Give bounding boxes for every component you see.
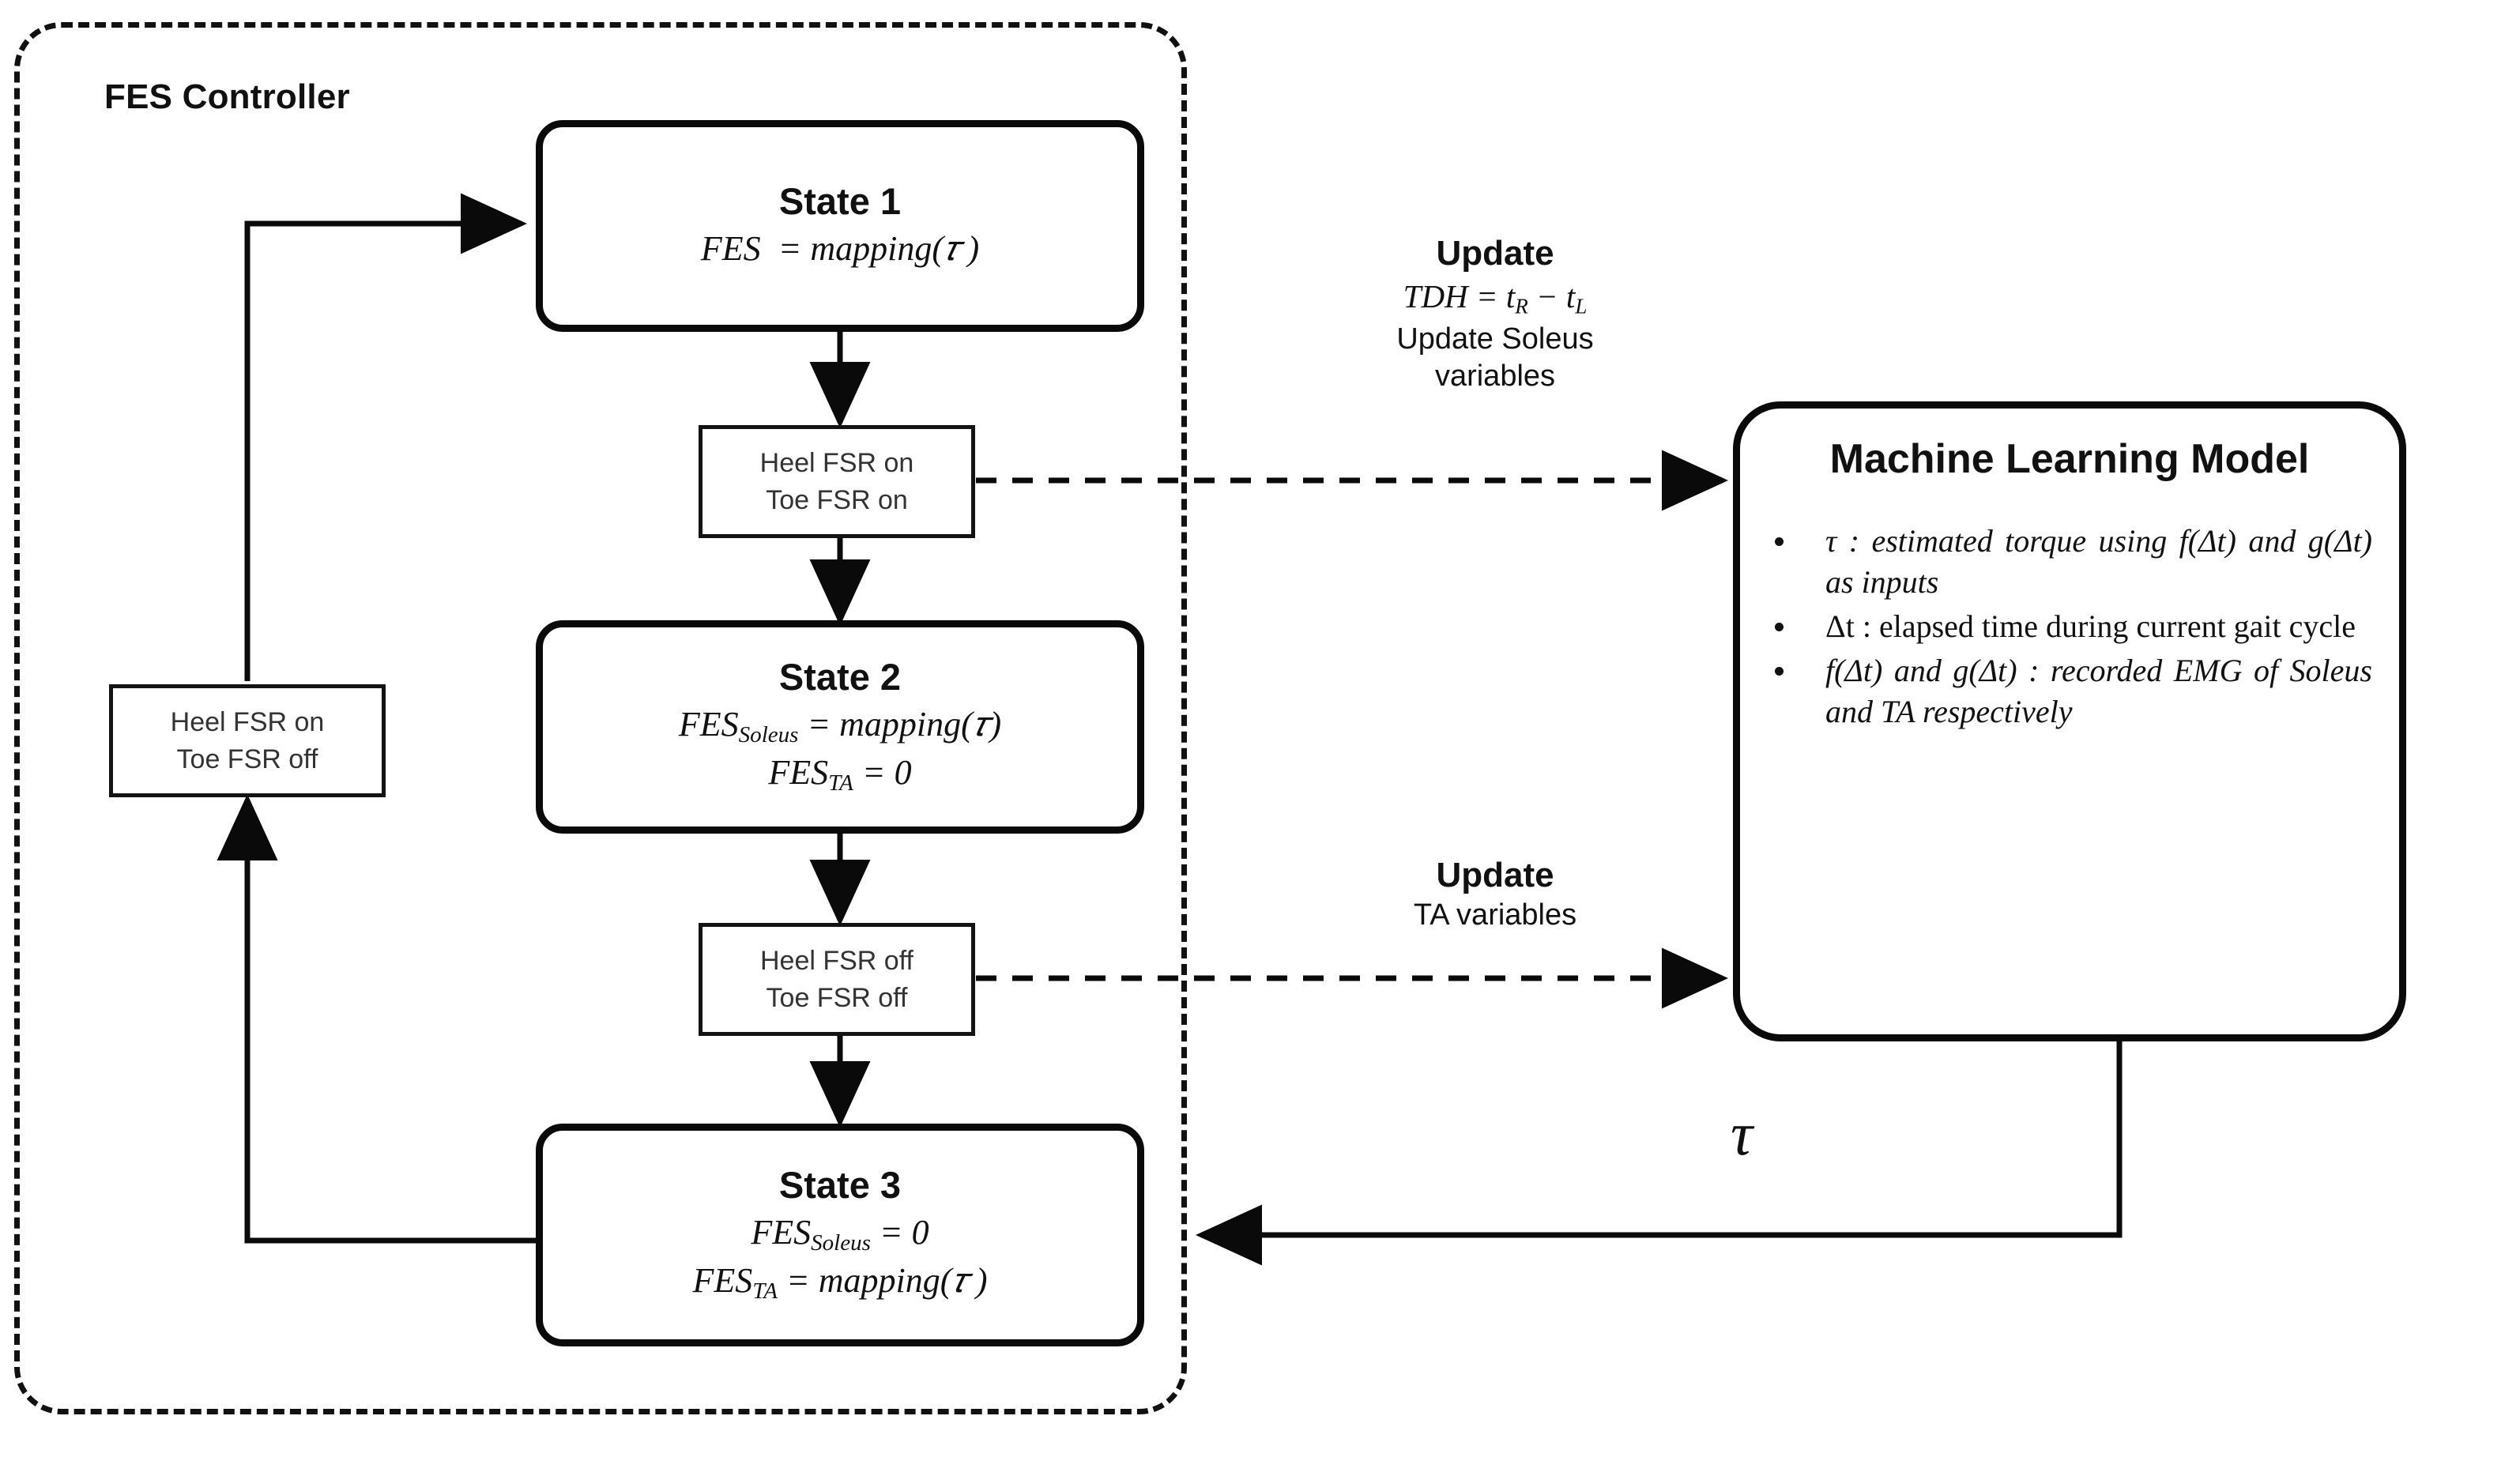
state-2-equation-2: FESTA = 0 [768,753,912,796]
arrow-ml-to-controller-tau [1196,1041,2123,1266]
condition-3-line-1: Heel FSR on [170,706,325,737]
fes-controller-boundary [14,22,1187,1414]
condition-2-line-2: Toe FSR off [766,982,908,1013]
update-1-line-2: variables [1434,360,1556,393]
bullet-dot-icon [1775,666,1784,676]
state-1-equation-1: FES = mapping(𝜏 ) [700,228,980,268]
state-3-title: State 3 [778,1163,902,1206]
condition-box-heel-on-toe-off[interactable]: Heel FSR on Toe FSR off [109,684,386,797]
state-2-title: State 2 [778,655,902,698]
ml-bullet-1-text: τ : estimated torque using f(Δt) and g(Δ… [1825,523,2372,600]
state-3-equation-1: FESSoleus = 0 [751,1212,929,1256]
state-3-equation-2: FESTA = mapping(𝜏 ) [692,1261,988,1305]
ml-bullet-3-text: f(Δt) and g(Δt) : recorded EMG of Soleus… [1825,653,2372,729]
arrow-state3-to-cond3 [217,794,536,1244]
bullet-dot-icon [1775,622,1784,631]
update-1-equation: TDH = tR − tL [1403,277,1588,318]
condition-box-heel-on-toe-on[interactable]: Heel FSR on Toe FSR on [699,425,975,538]
ml-bullet-delta-t: Δt : elapsed time during current gait cy… [1767,606,2372,647]
condition-1-line-2: Toe FSR on [766,484,908,515]
update-1-line-1: Update Soleus [1396,322,1594,356]
state-1-title: State 1 [778,179,902,222]
ml-bullet-tau: τ : estimated torque using f(Δt) and g(Δ… [1767,521,2372,603]
condition-2-line-1: Heel FSR off [759,945,913,976]
update-annotation-soleus: Update TDH = tR − tL Update Soleus varia… [1341,233,1649,395]
condition-3-line-2: Toe FSR off [176,744,318,774]
fes-controller-title: FES Controller [104,77,350,116]
feedback-tau-label: τ [1731,1099,1753,1168]
state-box-2[interactable]: State 2 FESSoleus = mapping(𝜏) FESTA = 0 [536,620,1144,834]
update-annotation-ta: Update TA variables [1341,855,1649,934]
condition-box-heel-off-toe-off[interactable]: Heel FSR off Toe FSR off [699,923,975,1036]
ml-bullet-f-g: f(Δt) and g(Δt) : recorded EMG of Soleus… [1767,650,2372,732]
arrow-cond3-to-state1 [244,193,527,681]
ml-bullet-2-text: Δt : elapsed time during current gait cy… [1825,608,2356,644]
update-1-header: Update [1436,234,1554,273]
bullet-dot-icon [1775,537,1784,546]
ml-model-bullet-list: τ : estimated torque using f(Δt) and g(Δ… [1767,521,2372,732]
state-2-equation-1: FESSoleus = mapping(𝜏) [678,704,1002,747]
ml-model-title: Machine Learning Model [1829,436,2310,482]
condition-1-line-1: Heel FSR on [759,447,914,478]
update-2-line-1: TA variables [1413,898,1577,932]
state-box-3[interactable]: State 3 FESSoleus = 0 FESTA = mapping(𝜏 … [536,1124,1144,1346]
state-box-1[interactable]: State 1 FES = mapping(𝜏 ) [536,120,1144,332]
update-2-header: Update [1436,856,1554,894]
machine-learning-model-box[interactable]: Machine Learning Model τ : estimated tor… [1733,401,2406,1041]
